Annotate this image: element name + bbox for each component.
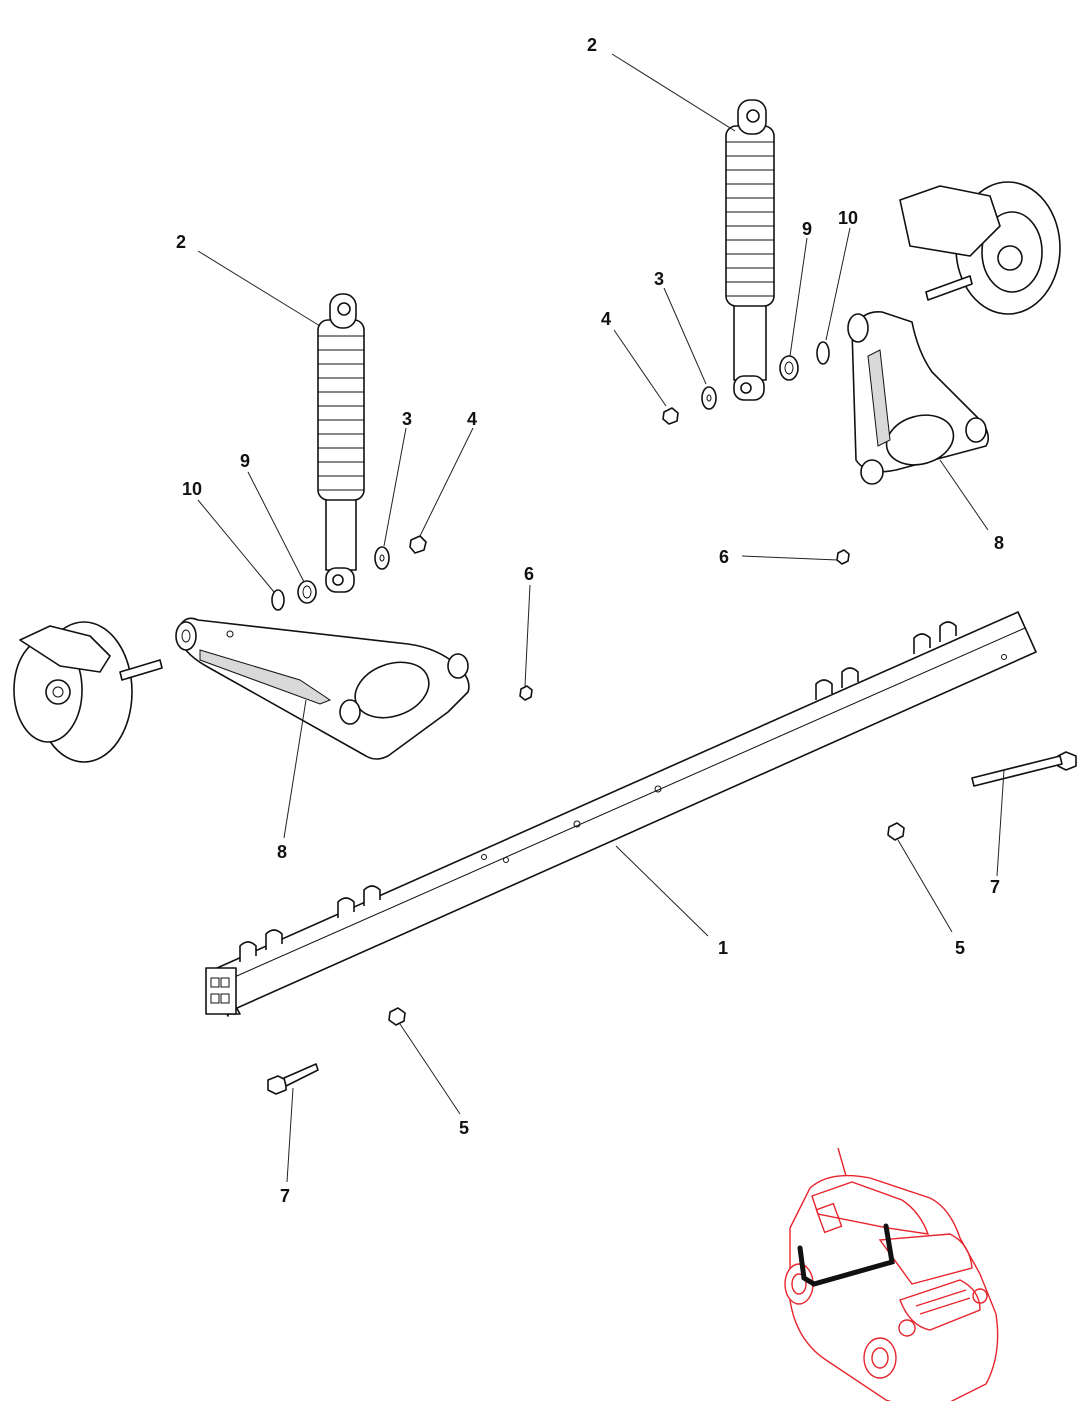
shock-absorber-right [725, 99, 775, 401]
nuts [388, 549, 905, 1026]
callout-2-left: 2 [176, 232, 186, 252]
callout-6-left: 6 [524, 564, 534, 584]
hub-brake-left [13, 621, 163, 763]
axle-beam [205, 611, 1037, 1017]
hub-brake-right [899, 181, 1061, 315]
callout-3-right: 3 [654, 269, 664, 289]
callout-8-left: 8 [277, 842, 287, 862]
callout-3-left: 3 [402, 409, 412, 429]
trailing-arm-right [847, 311, 990, 485]
callout-7-right: 7 [990, 877, 1000, 897]
callout-4-right: 4 [601, 309, 611, 329]
callout-1: 1 [718, 938, 728, 958]
callout-9-right: 9 [802, 219, 812, 239]
callout-8-right: 8 [994, 533, 1004, 553]
callout-10-left: 10 [182, 479, 202, 499]
callout-9-left: 9 [240, 451, 250, 471]
trailing-arm-left [175, 617, 470, 760]
bolts [267, 751, 1077, 1095]
callout-6-right: 6 [719, 547, 729, 567]
callout-7-left: 7 [280, 1186, 290, 1206]
callout-4-left: 4 [467, 409, 477, 429]
callout-5-left: 5 [459, 1118, 469, 1138]
small-hardware [271, 341, 830, 611]
vehicle-rear-axle-locator-icon [784, 1147, 999, 1401]
callout-10-right: 10 [838, 208, 858, 228]
shock-absorber-left [317, 293, 365, 593]
callout-2-right: 2 [587, 35, 597, 55]
callout-labels: 1 2 2 3 3 4 4 5 5 6 6 7 7 8 8 9 9 10 10 [176, 35, 1004, 1206]
leader-lines [197, 53, 1005, 1183]
callout-5-right: 5 [955, 938, 965, 958]
